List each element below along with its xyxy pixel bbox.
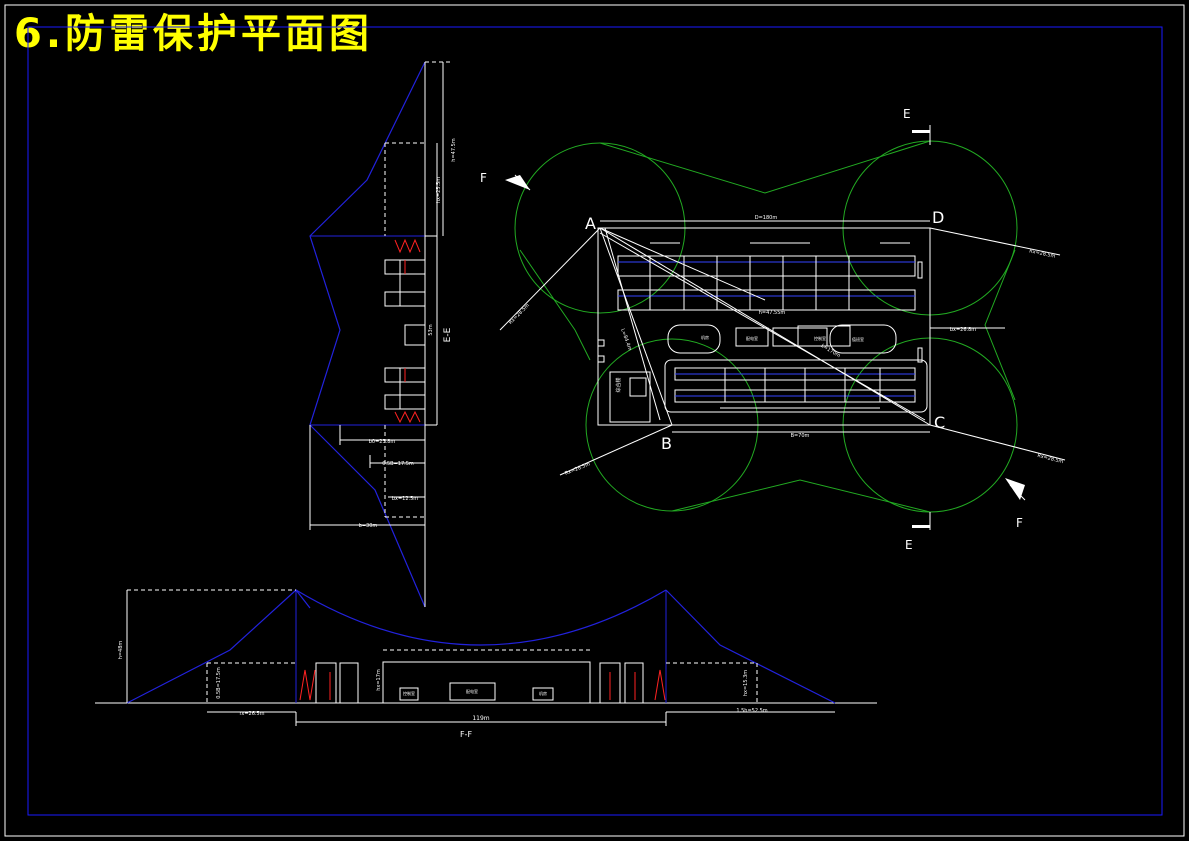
plan-view: 机房 配电室 控制室 值班室 综合楼 <box>480 107 1066 552</box>
ee-buildings <box>309 62 444 530</box>
section-ff-view: h=48m 0.5B=17.5m hx=17m hx=15.3m rx=26.5… <box>95 589 877 739</box>
ff-dim-total: 119m <box>472 715 489 722</box>
section-mark-e-top: E <box>903 107 911 121</box>
envelope-top <box>599 140 931 194</box>
drawing-title: 6.防雷保护平面图 <box>14 11 374 57</box>
plan-room-4: 值班室 <box>852 336 864 342</box>
section-arrows <box>505 130 1025 528</box>
plan-radius-c: Rx=28.5m <box>1037 453 1064 465</box>
point-label-c: C <box>934 413 945 432</box>
plan-room-1: 机房 <box>701 334 709 340</box>
ee-dim-b0: b0=23.8m <box>369 439 396 445</box>
ff-dim-right-h: hx=15.3m <box>743 670 749 696</box>
ee-dim-bx: 0.5B=17.5m <box>382 461 414 467</box>
ff-label: F-F <box>460 730 472 739</box>
section-mark-e-bottom: E <box>905 538 913 552</box>
inner-frame <box>27 26 1163 816</box>
plan-dim-bottom: B=70m <box>791 433 810 439</box>
outer-border <box>4 4 1185 837</box>
ee-dim-top: h=47.5m <box>451 138 457 161</box>
ff-dim-height: h=48m <box>118 641 124 660</box>
point-label-b: B <box>661 434 672 453</box>
ff-protection-left <box>126 589 311 704</box>
envelope-bottom <box>671 479 931 513</box>
ee-dim-mid: 53m <box>428 324 434 335</box>
ee-dim-half: b=30m <box>359 523 378 529</box>
point-label-a: A <box>585 214 596 233</box>
ff-dim-right-r: 1.5h=52.5m <box>736 708 767 714</box>
section-ee-view: h=47.5m hx=25.5m 53m E-E b0=23.8m 0.5B=1… <box>309 61 457 608</box>
ee-dim-upper: hx=25.5m <box>436 177 442 203</box>
point-label-d: D <box>932 208 944 227</box>
ff-room-1: 控制室 <box>403 690 415 696</box>
ff-dim-mid-h: hx=17m <box>376 669 382 691</box>
envelope-right <box>984 249 1016 401</box>
plan-room-2: 配电室 <box>746 335 758 341</box>
section-mark-f-top: F <box>480 171 487 185</box>
ff-room-2: 配电室 <box>466 688 478 694</box>
ee-protection-profile <box>309 61 426 608</box>
building-rows <box>597 242 928 423</box>
plan-radius-b: Rx=28.5m <box>564 461 591 477</box>
site-boundary <box>597 227 931 426</box>
ff-protection-arc <box>295 589 667 646</box>
ff-protection-right <box>665 589 836 704</box>
plan-dim-top: D=180m <box>755 215 778 221</box>
ff-dim-left-h: 0.5B=17.5m <box>216 667 222 699</box>
ee-label: E-E <box>443 327 453 342</box>
plan-radius-d: Rx=28.5m <box>1029 248 1056 259</box>
plan-room-3: 控制室 <box>814 335 826 341</box>
ee-dim-bx2: bx=12.5m <box>392 496 418 502</box>
plan-dim-diag-short: h=47.55m <box>759 310 786 316</box>
ff-room-3: 机房 <box>539 690 547 696</box>
plan-radius-a: Rx=28.5m <box>508 303 531 326</box>
plan-dimension-lines <box>499 125 1066 530</box>
plan-room-5: 综合楼 <box>615 377 622 392</box>
ff-dim-left-r: rx=26.5m <box>239 711 264 717</box>
plan-dim-ab: L=84.4m <box>619 328 633 352</box>
envelope-left <box>519 249 591 361</box>
ff-buildings <box>126 590 835 726</box>
plan-dim-bx: bx=26.8m <box>950 327 976 333</box>
section-mark-f-bottom: F <box>1016 516 1023 530</box>
